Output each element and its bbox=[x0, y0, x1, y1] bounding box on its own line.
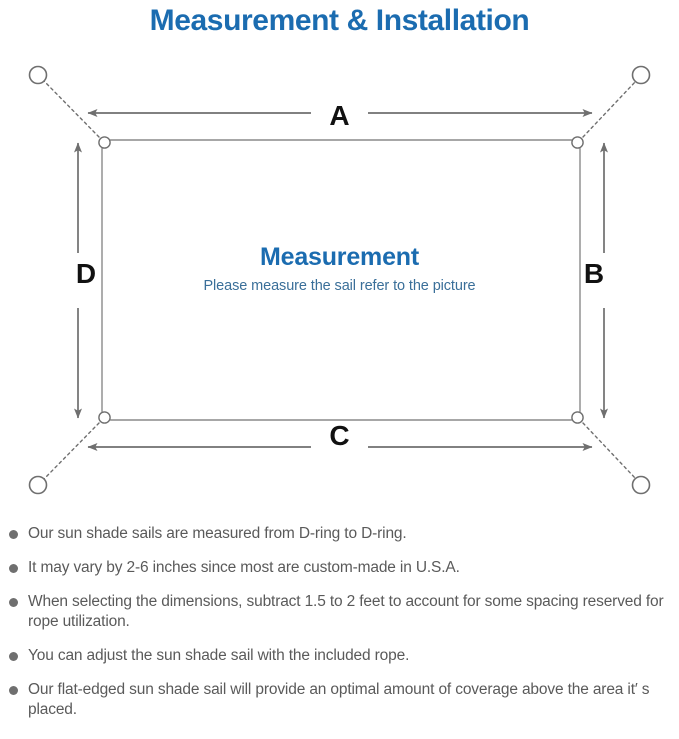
bullet-icon bbox=[9, 564, 18, 573]
rope-line-top-left bbox=[43, 80, 100, 138]
bullet-icon bbox=[9, 686, 18, 695]
dimension-label-c: C bbox=[329, 420, 350, 451]
note-text: It may vary by 2-6 inches since most are… bbox=[28, 559, 460, 576]
list-item: Our sun shade sails are measured from D-… bbox=[0, 524, 679, 544]
note-text: When selecting the dimensions, subtract … bbox=[28, 593, 664, 630]
note-text: You can adjust the sun shade sail with t… bbox=[28, 647, 410, 664]
dimension-label-b: B bbox=[583, 258, 605, 289]
sail-measurement-diagram: Measurement Please measure the sail refe… bbox=[0, 40, 679, 520]
anchor-point-top-right bbox=[631, 65, 651, 85]
rope-line-bottom-left bbox=[43, 422, 100, 480]
measurement-subtitle: Please measure the sail refer to the pic… bbox=[203, 278, 476, 294]
notes-list: Our sun shade sails are measured from D-… bbox=[0, 524, 679, 734]
list-item: It may vary by 2-6 inches since most are… bbox=[0, 558, 679, 578]
page-title: Measurement & Installation bbox=[149, 4, 530, 37]
dimension-label-a: A bbox=[329, 100, 350, 131]
anchor-point-bottom-left bbox=[28, 475, 48, 495]
list-item: When selecting the dimensions, subtract … bbox=[0, 592, 679, 632]
measurement-heading: Measurement bbox=[260, 243, 419, 271]
diagram-canvas bbox=[28, 65, 651, 495]
d-ring-bottom-right bbox=[571, 411, 584, 424]
anchor-point-top-left bbox=[28, 65, 48, 85]
d-ring-top-left bbox=[98, 136, 111, 149]
note-text: Our flat-edged sun shade sail will provi… bbox=[28, 681, 650, 718]
sail-body-outline bbox=[101, 139, 581, 421]
list-item: You can adjust the sun shade sail with t… bbox=[0, 646, 679, 666]
anchor-point-bottom-right bbox=[631, 475, 651, 495]
bullet-icon bbox=[9, 652, 18, 661]
bullet-icon bbox=[9, 598, 18, 607]
rope-line-bottom-right bbox=[582, 422, 637, 480]
list-item: Our flat-edged sun shade sail will provi… bbox=[0, 680, 679, 720]
dimension-label-d: D bbox=[75, 258, 97, 289]
bullet-icon bbox=[9, 530, 18, 539]
d-ring-bottom-left bbox=[98, 411, 111, 424]
rope-line-top-right bbox=[582, 80, 637, 138]
d-ring-top-right bbox=[571, 136, 584, 149]
note-text: Our sun shade sails are measured from D-… bbox=[28, 525, 407, 542]
